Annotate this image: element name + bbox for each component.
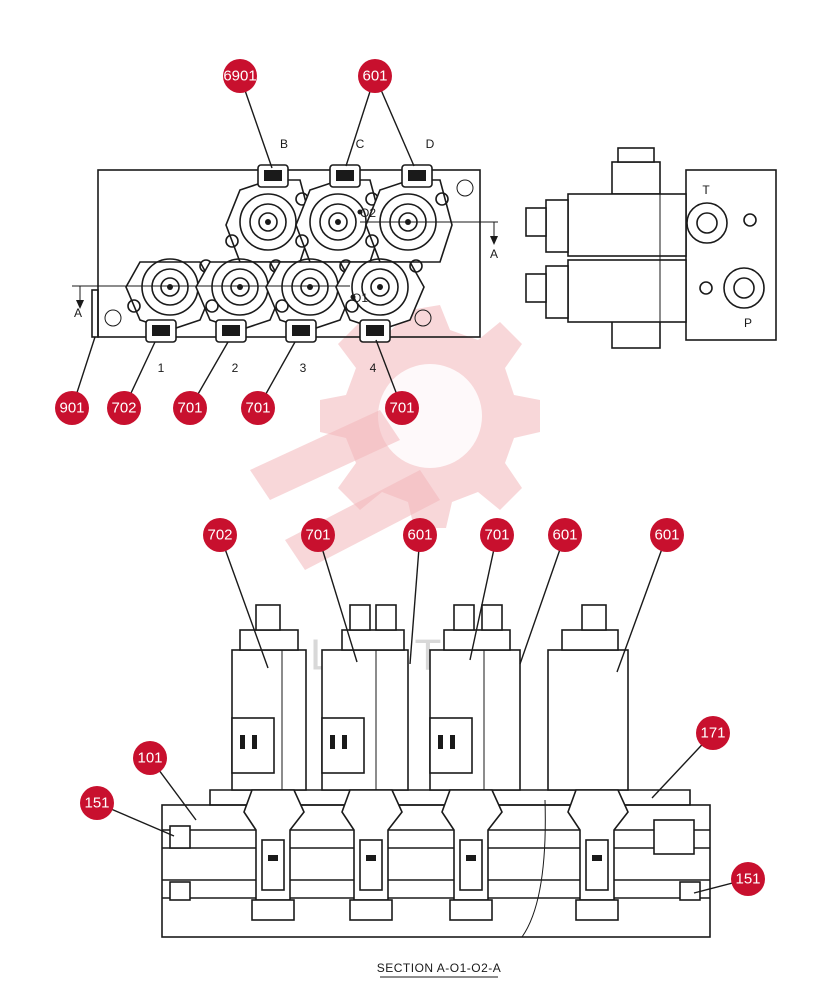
callout-151: 151 bbox=[731, 862, 765, 896]
port-label-p: P bbox=[744, 316, 752, 330]
plug-fitting-right-upper bbox=[653, 819, 695, 855]
solenoid-top-c bbox=[295, 164, 383, 263]
top-plan-view: B C D 1 2 3 4 A A O2 O1 bbox=[72, 137, 498, 375]
callout-601: 601 bbox=[548, 518, 582, 552]
spool-cartridge-1 bbox=[243, 789, 305, 921]
solenoid-bottom-1 bbox=[125, 258, 215, 343]
orifice-point bbox=[350, 294, 356, 300]
svg-text:701: 701 bbox=[245, 400, 270, 417]
mounting-hole bbox=[456, 179, 474, 197]
connector-top-cap bbox=[617, 147, 655, 163]
callout-601: 601 bbox=[650, 518, 684, 552]
callout-601: 601 bbox=[403, 518, 437, 552]
side-nut-upper bbox=[545, 199, 569, 253]
side-solenoid-upper bbox=[567, 193, 687, 257]
callout-701: 701 bbox=[301, 518, 335, 552]
valve-number-3: 3 bbox=[300, 361, 307, 375]
port-p bbox=[723, 267, 765, 309]
side-solenoid-lower bbox=[567, 259, 687, 323]
svg-text:101: 101 bbox=[137, 750, 162, 767]
solenoid-stack-3 bbox=[429, 604, 521, 791]
svg-text:601: 601 bbox=[407, 527, 432, 544]
svg-text:701: 701 bbox=[305, 527, 330, 544]
section-view: SECTION A-O1-O2-A bbox=[161, 604, 711, 978]
spool-cartridge-2 bbox=[341, 789, 403, 921]
mounting-hole bbox=[414, 309, 432, 327]
section-arrow-head bbox=[76, 300, 84, 309]
solenoid-top-d bbox=[365, 164, 453, 263]
section-caption: SECTION A-O1-O2-A bbox=[377, 961, 502, 975]
port-label-d: D bbox=[426, 137, 435, 151]
svg-text:601: 601 bbox=[362, 68, 387, 85]
plug-fitting-left bbox=[169, 825, 191, 849]
plug-fitting-left-lower bbox=[169, 881, 191, 901]
port-label-t: T bbox=[702, 183, 710, 197]
svg-text:702: 702 bbox=[111, 400, 136, 417]
svg-text:702: 702 bbox=[207, 527, 232, 544]
valve-number-1: 1 bbox=[158, 361, 165, 375]
callout-151: 151 bbox=[80, 786, 114, 820]
side-nut-lower bbox=[545, 265, 569, 319]
solenoid-stack-4 bbox=[547, 604, 629, 791]
callout-701: 701 bbox=[385, 391, 419, 425]
solenoid-stack-1 bbox=[231, 604, 307, 791]
callout-601: 601 bbox=[358, 59, 392, 93]
svg-text:601: 601 bbox=[654, 527, 679, 544]
orifice-mark-o1: O1 bbox=[352, 291, 368, 305]
spool-cartridge-3 bbox=[441, 789, 503, 921]
callout-6901: 6901 bbox=[223, 59, 257, 93]
solenoid-top-b bbox=[225, 164, 313, 263]
svg-text:701: 701 bbox=[177, 400, 202, 417]
svg-text:151: 151 bbox=[84, 795, 109, 812]
svg-text:901: 901 bbox=[59, 400, 84, 417]
solenoid-bottom-3 bbox=[265, 258, 355, 343]
top-plate bbox=[209, 789, 691, 806]
callout-701: 701 bbox=[480, 518, 514, 552]
callout-901: 901 bbox=[55, 391, 89, 425]
valve-number-4: 4 bbox=[370, 361, 377, 375]
svg-text:6901: 6901 bbox=[223, 68, 256, 85]
callout-701: 701 bbox=[173, 391, 207, 425]
orifice-mark-o2: O2 bbox=[360, 206, 376, 220]
mounting-hole bbox=[104, 309, 122, 327]
section-mark-a-left: A bbox=[74, 306, 82, 320]
plug-fitting-right bbox=[679, 881, 701, 901]
valve-number-2: 2 bbox=[232, 361, 239, 375]
svg-text:151: 151 bbox=[735, 871, 760, 888]
side-cap-upper bbox=[525, 207, 547, 237]
callout-101: 101 bbox=[133, 741, 167, 775]
manifold-body-section bbox=[161, 804, 711, 938]
callout-171: 171 bbox=[696, 716, 730, 750]
port-label-c: C bbox=[356, 137, 365, 151]
orifice-point bbox=[357, 209, 363, 215]
spool-cartridge-4 bbox=[567, 789, 629, 921]
svg-text:171: 171 bbox=[700, 725, 725, 742]
bolt bbox=[699, 281, 713, 295]
bolt bbox=[743, 213, 757, 227]
solenoid-bottom-2 bbox=[195, 258, 285, 343]
connector-top bbox=[611, 161, 661, 195]
internal-passages bbox=[162, 829, 710, 899]
section-mark-a-right: A bbox=[490, 247, 498, 261]
side-view: T P bbox=[525, 147, 777, 349]
callout-702: 702 bbox=[203, 518, 237, 552]
port-t bbox=[686, 202, 728, 244]
svg-text:601: 601 bbox=[552, 527, 577, 544]
plate-edge bbox=[91, 289, 99, 338]
callout-702: 702 bbox=[107, 391, 141, 425]
side-block bbox=[685, 169, 777, 341]
section-arrow-head bbox=[490, 236, 498, 245]
svg-text:701: 701 bbox=[484, 527, 509, 544]
side-cap-lower bbox=[525, 273, 547, 303]
svg-text:701: 701 bbox=[389, 400, 414, 417]
break-line bbox=[521, 799, 546, 938]
port-label-b: B bbox=[280, 137, 288, 151]
solenoid-stack-2 bbox=[321, 604, 409, 791]
solenoid-bottom-4 bbox=[335, 258, 425, 343]
callout-701: 701 bbox=[241, 391, 275, 425]
